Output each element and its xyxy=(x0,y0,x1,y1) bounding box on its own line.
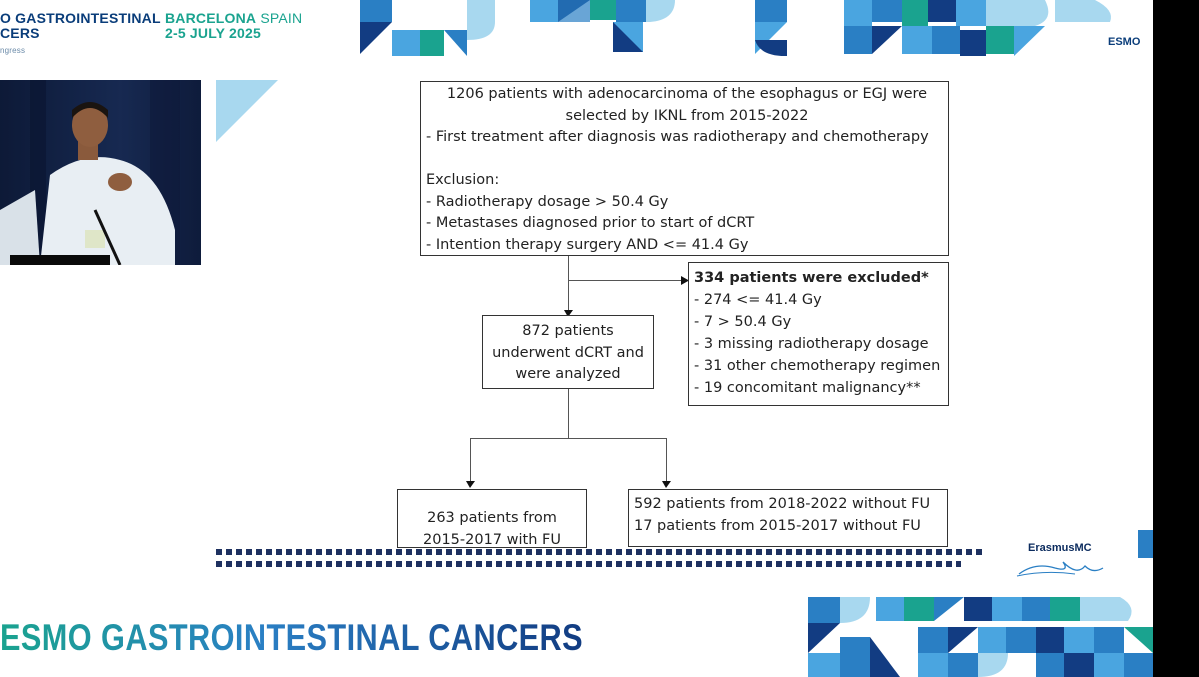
without-fu-line: 592 patients from 2018-2022 without FU xyxy=(634,496,931,512)
flowchart-top-box: 1206 patients with adenocarcinoma of the… xyxy=(420,81,949,256)
footer-title-text: ESMO GASTROINTESTINAL CANCERS xyxy=(0,617,584,658)
excluded-item: - 31 other chemotherapy regimen xyxy=(694,358,941,374)
flowchart-analyzed-box: 872 patients underwent dCRT and were ana… xyxy=(482,315,654,389)
erasmus-mc-logo-text: ErasmusMC xyxy=(1028,542,1092,554)
header-mosaic-graphic xyxy=(360,0,1111,56)
top-box-line: - Radiotherapy dosage > 50.4 Gy xyxy=(426,193,669,210)
top-box-line: - Metastases diagnosed prior to start of… xyxy=(426,215,755,231)
conference-city: BARCELONA SPAIN xyxy=(165,11,302,26)
arrowhead-to-left-box xyxy=(466,481,475,488)
footer-mosaic-graphic xyxy=(808,597,1153,677)
top-box-line: 1206 patients with adenocarcinoma of the… xyxy=(446,86,928,102)
city-name: BARCELONA xyxy=(165,10,257,26)
erasmus-signature-logo xyxy=(1016,561,1104,577)
top-box-line: - Intention therapy surgery AND <= 41.4 … xyxy=(426,236,749,253)
excluded-item: - 274 <= 41.4 Gy xyxy=(694,292,822,308)
decorative-triangle xyxy=(216,80,278,142)
conference-name-line2: CERS xyxy=(0,25,40,41)
arrowhead-to-right-box xyxy=(662,481,671,488)
connector-top-down xyxy=(568,255,569,313)
flowchart-with-fu-box: 263 patients from 2015-2017 with FU xyxy=(397,489,587,548)
excluded-item: - 3 missing radiotherapy dosage xyxy=(694,336,929,352)
top-box-line: selected by IKNL from 2015-2022 xyxy=(565,107,809,124)
connector-right-down xyxy=(666,438,667,481)
analyzed-line: were analyzed xyxy=(515,366,621,382)
flowchart-excluded-box: 334 patients were excluded* - 274 <= 41.… xyxy=(688,262,949,406)
top-box-spacer xyxy=(426,149,948,171)
without-fu-line: 17 patients from 2015-2017 without FU xyxy=(634,517,921,534)
excluded-item: - 7 > 50.4 Gy xyxy=(694,314,792,330)
excluded-item: - 19 concomitant malignancy** xyxy=(694,380,921,396)
speaker-video xyxy=(0,80,201,265)
country-name: SPAIN xyxy=(256,10,303,26)
mosaic-tiles xyxy=(360,0,1111,56)
speaker-figure xyxy=(0,80,201,265)
conference-dates: 2-5 JULY 2025 xyxy=(165,25,262,41)
analyzed-line: 872 patients xyxy=(522,323,614,339)
top-box-line: Exclusion: xyxy=(426,172,500,188)
connector-split xyxy=(470,438,667,439)
conference-name-line3: ngress xyxy=(0,46,26,55)
right-black-bar xyxy=(1153,0,1199,677)
arrowhead-to-analyzed xyxy=(564,310,573,317)
dotted-divider-bottom xyxy=(216,561,961,567)
connector-to-excluded xyxy=(568,280,682,281)
arrowhead-to-excluded xyxy=(681,276,689,285)
esmo-logo: ESMO xyxy=(1108,36,1141,48)
analyzed-line: underwent dCRT and xyxy=(492,344,644,361)
top-box-line: - First treatment after diagnosis was ra… xyxy=(426,129,929,145)
with-fu-line: 263 patients from xyxy=(427,510,557,526)
excluded-title: 334 patients were excluded* xyxy=(694,270,929,286)
conference-name-line1: O GASTROINTESTINAL xyxy=(0,10,161,26)
connector-analyzed-down xyxy=(568,389,569,438)
flowchart-without-fu-box: 592 patients from 2018-2022 without FU 1… xyxy=(628,489,948,547)
with-fu-line: 2015-2017 with FU xyxy=(423,531,561,548)
footer-mosaic-tiles xyxy=(808,597,1153,677)
dotted-divider-top xyxy=(216,549,986,555)
connector-left-down xyxy=(470,438,471,481)
edge-tile xyxy=(1138,530,1153,558)
footer-conference-title: ESMO GASTROINTESTINAL CANCERS xyxy=(0,617,583,659)
